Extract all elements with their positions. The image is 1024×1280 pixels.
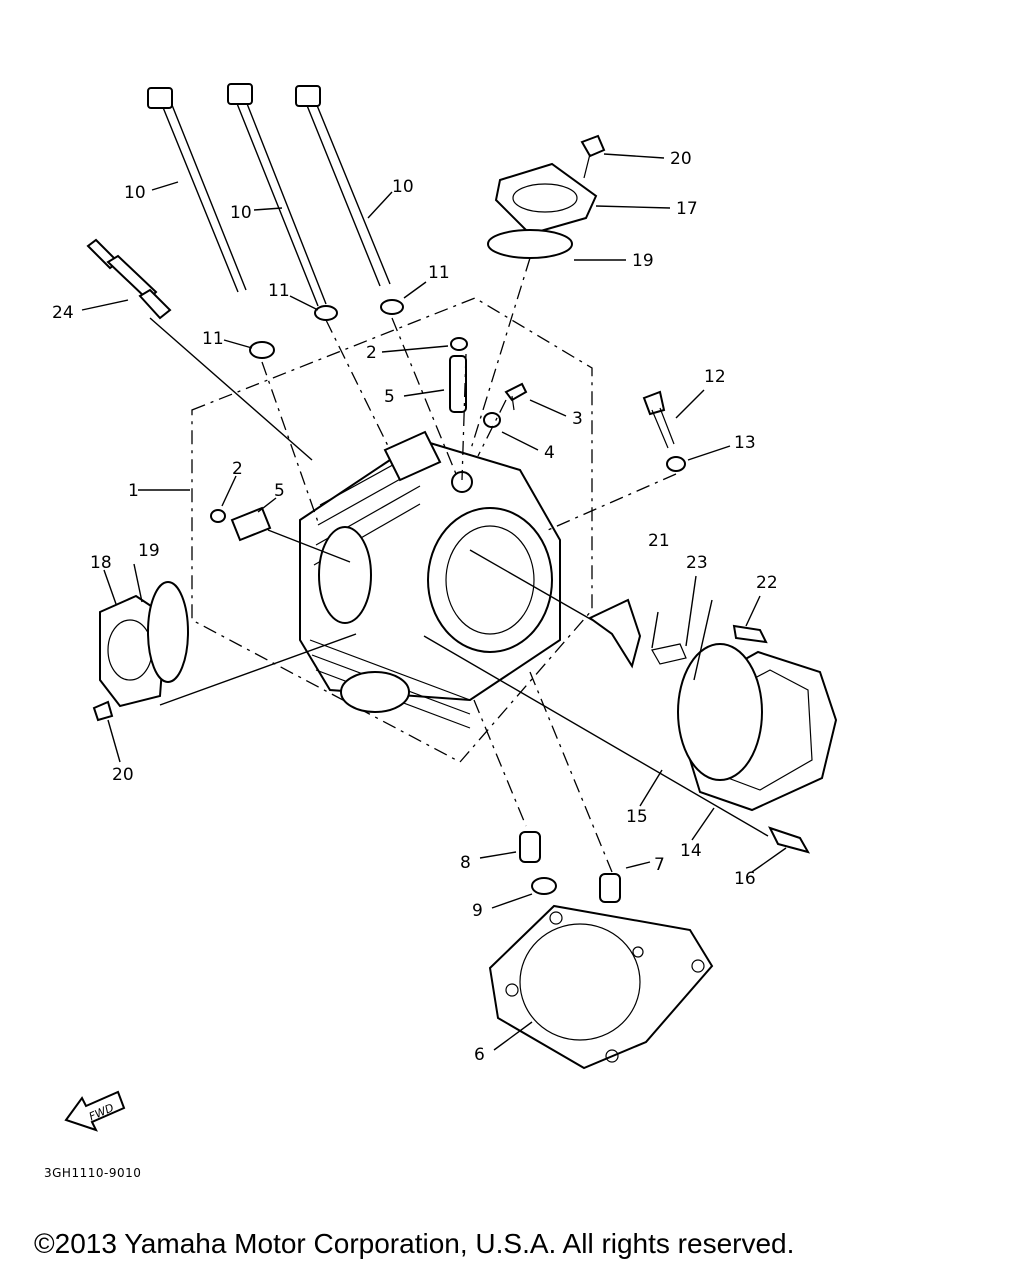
- callout-19: 19: [632, 251, 654, 271]
- callout-11: 11: [202, 329, 224, 349]
- callout-10: 10: [124, 183, 146, 203]
- callout-10: 10: [230, 203, 252, 223]
- callout-16: 16: [734, 869, 756, 889]
- callout-18: 18: [90, 553, 112, 573]
- callout-11: 11: [268, 281, 290, 301]
- callout-21: 21: [648, 531, 670, 551]
- small-bolt-parts: [483, 382, 686, 472]
- leader-lines: [81, 153, 787, 1051]
- chain-guide-parts: [588, 598, 768, 669]
- top-cap-parts: [487, 134, 606, 259]
- dowel-parts: [519, 831, 621, 903]
- callout-7: 7: [654, 855, 665, 875]
- callout-13: 13: [734, 433, 756, 453]
- callout-19: 19: [138, 541, 160, 561]
- callout-11: 11: [428, 263, 450, 283]
- callout-5: 5: [274, 481, 285, 501]
- callout-24: 24: [52, 303, 74, 323]
- callout-3: 3: [572, 409, 583, 429]
- callout-labels: 10 10 10 24 11 11 11 2 5 3 4 20 17 19 12…: [52, 149, 778, 1065]
- valve-cover-parts: [677, 643, 838, 854]
- callout-8: 8: [460, 853, 471, 873]
- callout-22: 22: [756, 573, 778, 593]
- callout-4: 4: [544, 443, 555, 463]
- callout-23: 23: [686, 553, 708, 573]
- side-cover-parts: [92, 581, 189, 722]
- diagram-code: 3GH1110-9010: [44, 1166, 142, 1180]
- callout-14: 14: [680, 841, 702, 861]
- callout-2: 2: [232, 459, 243, 479]
- washer-parts: [249, 299, 404, 359]
- callout-10: 10: [392, 177, 414, 197]
- callout-20: 20: [112, 765, 134, 785]
- spark-plug: [86, 238, 172, 320]
- callout-15: 15: [626, 807, 648, 827]
- callout-9: 9: [472, 901, 483, 921]
- callout-1: 1: [128, 481, 139, 501]
- callout-20: 20: [670, 149, 692, 169]
- cylinder-head: [299, 430, 561, 729]
- callout-12: 12: [704, 367, 726, 387]
- exploded-parts-diagram: 10 10 10 24 11 11 11 2 5 3 4 20 17 19 12…: [52, 83, 838, 1132]
- head-bolt-parts: [147, 83, 391, 307]
- callout-5: 5: [384, 387, 395, 407]
- fwd-arrow-icon: FWD: [64, 1090, 126, 1132]
- valve-guide-parts: [210, 337, 468, 542]
- callout-2: 2: [366, 343, 377, 363]
- callout-6: 6: [474, 1045, 485, 1065]
- head-gasket: [488, 904, 714, 1070]
- copyright-notice: ©2013 Yamaha Motor Corporation, U.S.A. A…: [34, 1228, 795, 1259]
- callout-17: 17: [676, 199, 698, 219]
